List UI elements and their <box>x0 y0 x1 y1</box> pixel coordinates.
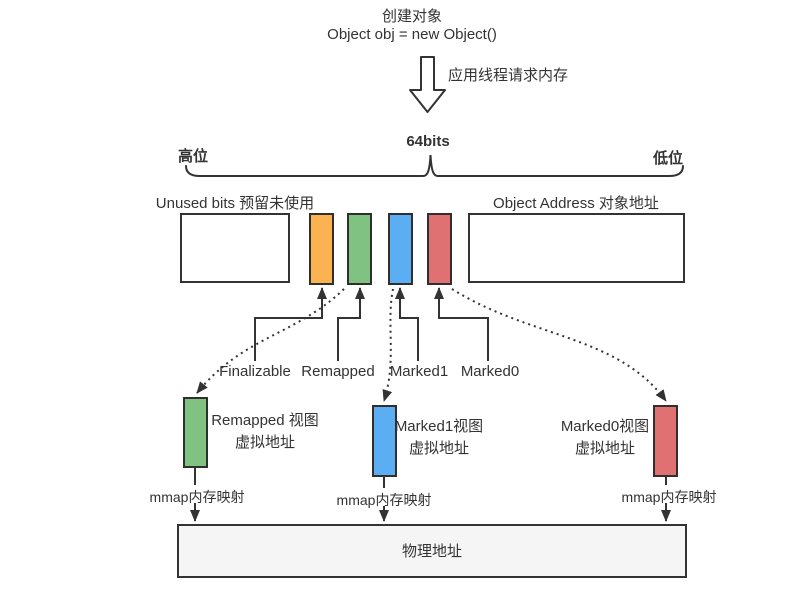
mmap-label-remapped: mmap内存映射 <box>149 489 245 505</box>
view-label-marked0: Marked0视图 虚拟地址 <box>560 416 650 460</box>
bits-brace <box>185 154 684 177</box>
unused-bits-box <box>180 213 290 283</box>
view-label-marked0-line2: 虚拟地址 <box>574 440 635 457</box>
view-label-remapped-line2: 虚拟地址 <box>234 434 295 451</box>
flag-label-finalizable: Finalizable <box>219 363 291 380</box>
marked0-connector <box>434 287 489 361</box>
view-bar-remapped <box>183 397 208 468</box>
view-label-remapped-line1: Remapped 视图 <box>211 412 319 429</box>
flag-label-marked0: Marked0 <box>460 363 520 380</box>
view-label-marked0-line1: Marked0视图 <box>560 418 650 435</box>
request-memory-label: 应用线程请求内存 <box>448 67 569 84</box>
object-address-box <box>468 213 685 283</box>
marked0-view-curve <box>451 288 667 402</box>
view-label-marked1-line1: Marked1视图 <box>394 418 484 435</box>
request-memory-arrow <box>409 56 446 113</box>
remapped-connector <box>337 287 365 361</box>
mmap-label-marked1: mmap内存映射 <box>336 492 432 508</box>
high-bits-label: 高位 <box>178 148 209 165</box>
finalizable-connector <box>254 287 327 361</box>
view-bar-marked1 <box>372 405 397 477</box>
view-label-remapped: Remapped 视图 虚拟地址 <box>210 410 320 454</box>
object-address-label: Object Address 对象地址 <box>493 195 659 212</box>
low-bits-label: 低位 <box>652 150 683 167</box>
flag-label-remapped: Remapped <box>301 363 375 380</box>
remapped-view-curve <box>196 288 345 394</box>
create-object-label: 创建对象 <box>381 8 442 25</box>
view-label-marked1-line2: 虚拟地址 <box>408 440 469 457</box>
flag-bar-finalizable <box>309 213 334 285</box>
view-bar-marked0 <box>653 405 678 477</box>
flag-bar-marked0 <box>427 213 452 285</box>
view-label-marked1: Marked1视图 虚拟地址 <box>394 416 484 460</box>
flag-bar-remapped <box>347 213 372 285</box>
mmap-label-marked0: mmap内存映射 <box>621 489 717 505</box>
object-code-label: Object obj = new Object() <box>327 26 497 43</box>
physical-address-box <box>177 524 687 578</box>
bits-width-label: 64bits <box>406 133 450 150</box>
physical-address-label: 物理地址 <box>401 543 462 560</box>
marked1-connector <box>395 287 419 361</box>
flag-label-marked1: Marked1 <box>389 363 449 380</box>
unused-bits-label: Unused bits 预留未使用 <box>155 195 315 212</box>
marked1-view-curve <box>382 288 394 402</box>
flag-bar-marked1 <box>388 213 413 285</box>
